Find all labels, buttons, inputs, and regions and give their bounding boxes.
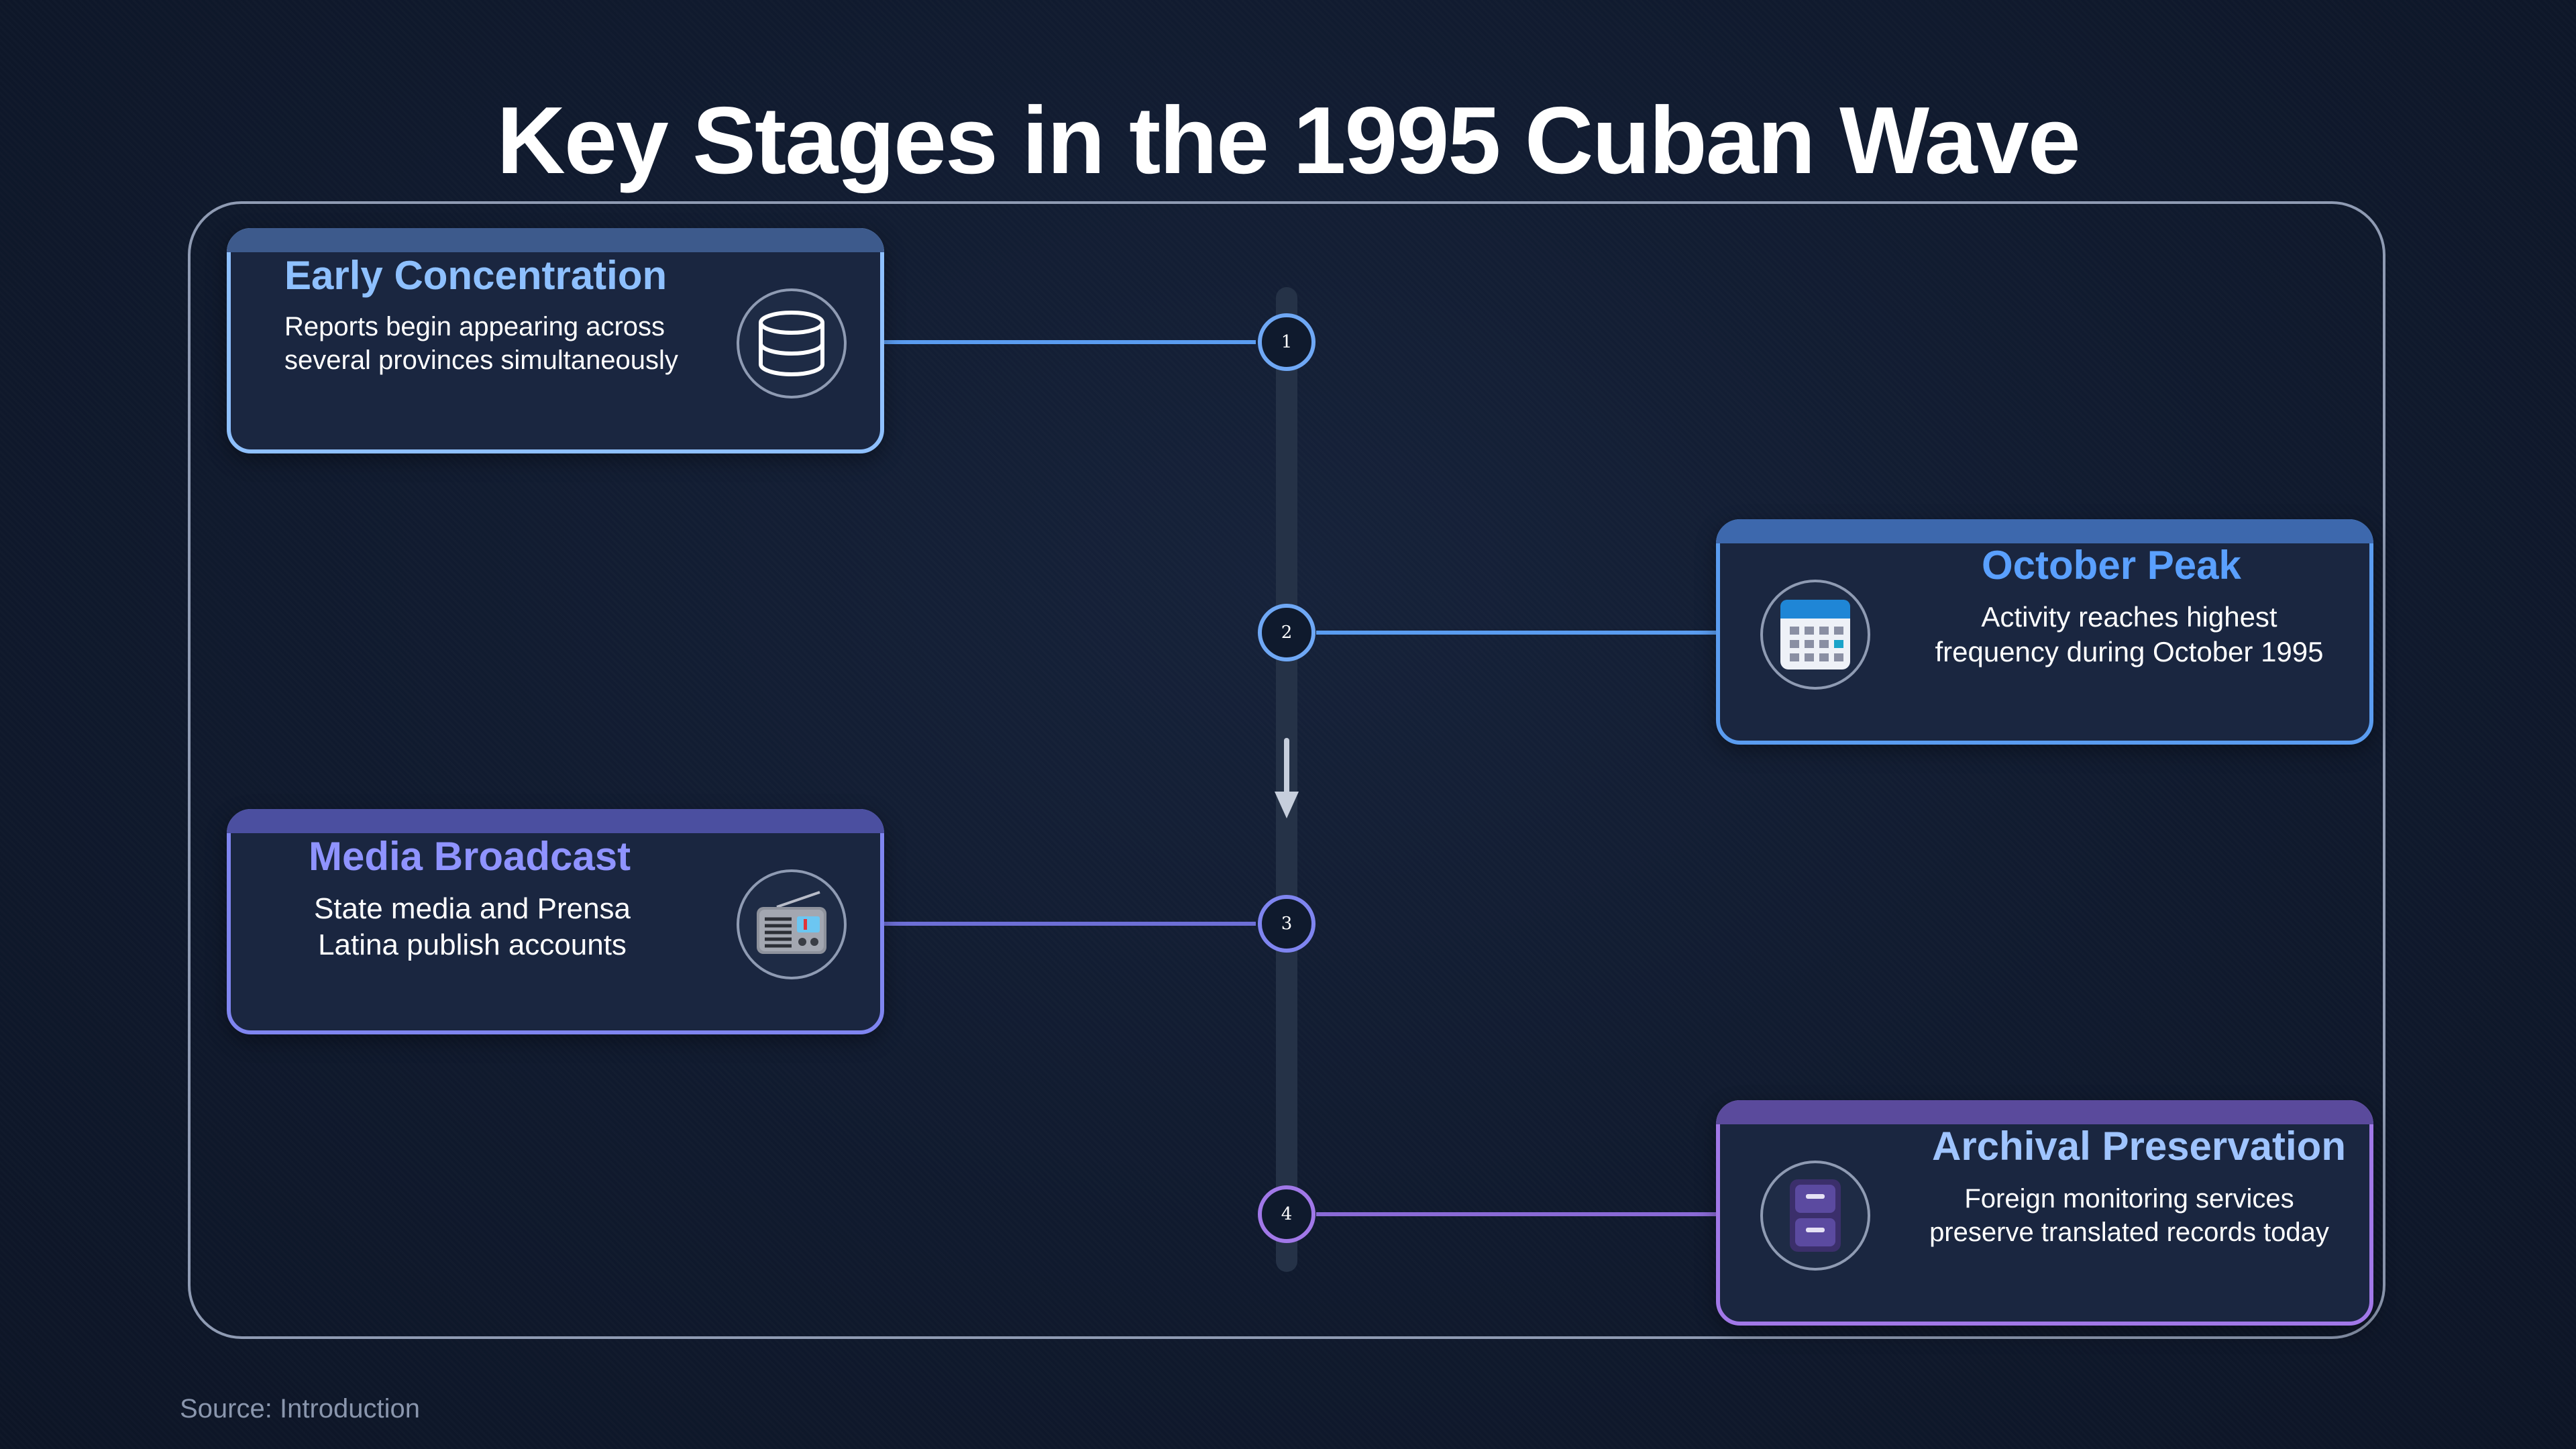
connector-1 (883, 340, 1256, 344)
stage-description-line: frequency during October 1995 (1935, 636, 2324, 667)
card-header-band (227, 809, 884, 833)
stage-node-1: 1 (1258, 313, 1316, 371)
stage-number: 2 (1281, 623, 1293, 643)
stage-description: Activity reaches highest frequency durin… (1915, 600, 2344, 669)
stage-number: 1 (1281, 332, 1293, 352)
stage-description: Foreign monitoring services preserve tra… (1915, 1182, 2344, 1249)
stage-title: October Peak (1982, 543, 2241, 588)
stage-title: Early Concentration (284, 253, 667, 298)
card-header-band (1716, 519, 2373, 543)
stage-node-3: 3 (1258, 895, 1316, 953)
stage-title: Archival Preservation (1932, 1124, 2346, 1169)
connector-2 (1316, 631, 1719, 635)
file-cabinet-icon (1790, 1179, 1841, 1252)
stage-card-1: Early Concentration Reports begin appear… (227, 228, 884, 453)
source-note: Source: Introduction (180, 1394, 420, 1424)
stage-description-line: Reports begin appearing across (284, 312, 665, 341)
stage-node-4: 4 (1258, 1185, 1316, 1243)
connector-4 (1316, 1212, 1719, 1216)
stage-description: Reports begin appearing across several p… (284, 310, 678, 377)
stage-description-line: Latina publish accounts (318, 928, 627, 961)
stage-description-line: preserve translated records today (1929, 1218, 2329, 1247)
stage-icon-circle (1760, 580, 1870, 690)
stage-node-2: 2 (1258, 604, 1316, 661)
database-icon (759, 311, 824, 376)
diagram-title: Key Stages in the 1995 Cuban Wave (496, 87, 2080, 194)
stage-card-3: Media Broadcast State media and Prensa L… (227, 809, 884, 1034)
calendar-icon (1780, 600, 1850, 669)
card-header-band (227, 228, 884, 252)
stage-icon-circle (737, 869, 847, 979)
stage-description: State media and Prensa Latina publish ac… (284, 891, 660, 963)
stage-icon-circle (1760, 1161, 1870, 1271)
card-header-band (1716, 1100, 2373, 1124)
stage-description-line: Foreign monitoring services (1964, 1184, 2294, 1214)
stage-card-4: Archival Preservation Foreign monitoring… (1716, 1100, 2373, 1326)
radio-icon (757, 891, 826, 954)
stage-description-line: Activity reaches highest (1981, 601, 2277, 633)
stage-number: 3 (1281, 914, 1293, 934)
stage-title: Media Broadcast (309, 834, 631, 879)
stage-description-line: several provinces simultaneously (284, 345, 678, 375)
timeline-arrow-down-icon (1275, 792, 1299, 818)
stage-card-2: October Peak Activity reaches highest fr… (1716, 519, 2373, 745)
timeline-arrow-shaft (1284, 738, 1289, 798)
connector-3 (883, 922, 1256, 926)
stage-description-line: State media and Prensa (313, 892, 631, 925)
stage-number: 4 (1281, 1204, 1293, 1224)
diagram-frame (188, 201, 2385, 1339)
stage-icon-circle (737, 288, 847, 398)
